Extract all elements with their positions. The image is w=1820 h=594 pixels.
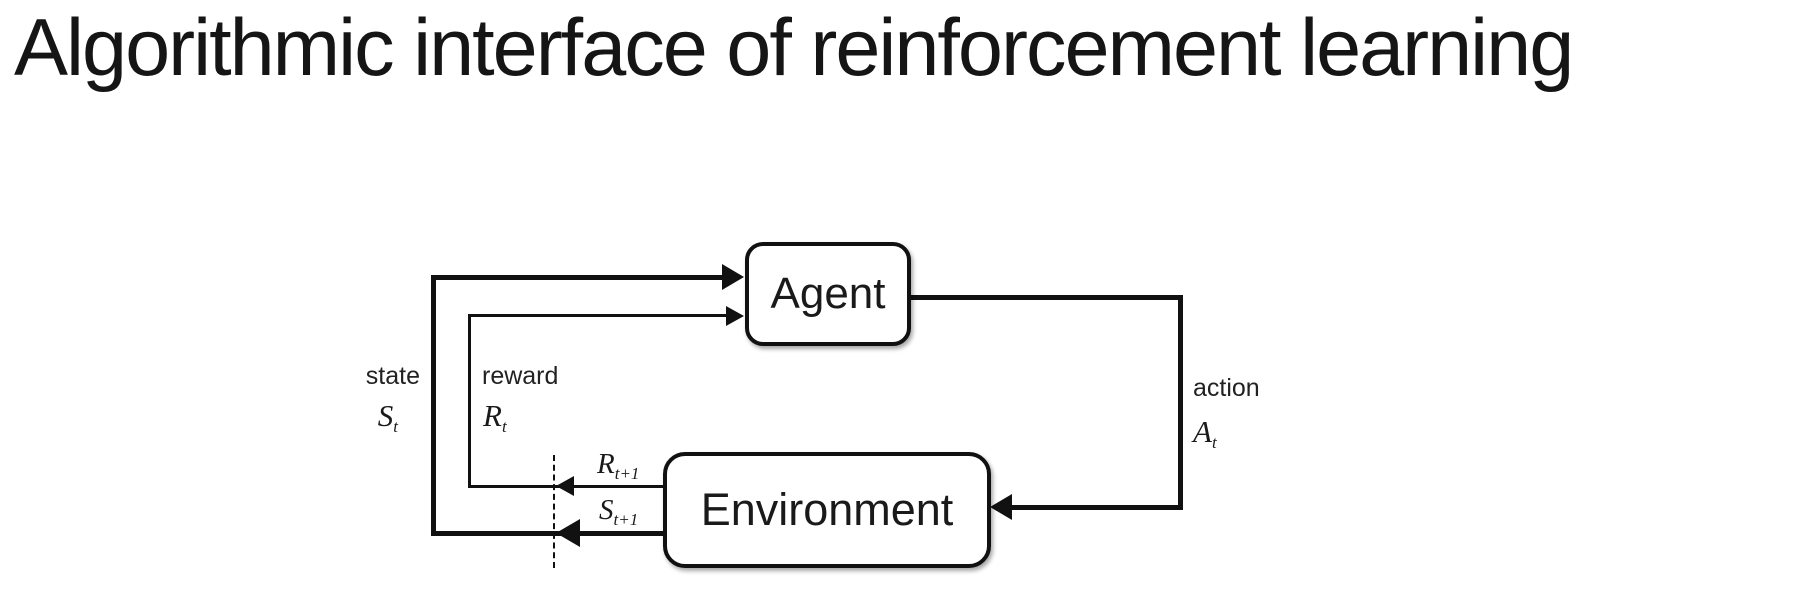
action-loop-right-line bbox=[1178, 295, 1183, 510]
reward-word-label: reward bbox=[482, 362, 559, 390]
action-into-environment-arrowhead-icon bbox=[990, 494, 1012, 520]
state-loop-top-line bbox=[431, 275, 726, 280]
reward-into-agent-arrowhead-icon bbox=[726, 306, 744, 326]
next-reward-symbol-label: Rt+1 bbox=[597, 448, 640, 483]
next-reward-arrowhead-icon bbox=[556, 476, 574, 496]
reward-loop-left-line bbox=[468, 314, 471, 488]
page-title: Algorithmic interface of reinforcement l… bbox=[14, 3, 1574, 93]
time-boundary-dashed-line bbox=[553, 455, 555, 568]
state-word-label: state bbox=[365, 362, 420, 390]
action-loop-top-line bbox=[908, 295, 1183, 300]
reward-loop-top-line bbox=[468, 314, 726, 317]
action-symbol-label: At bbox=[1193, 414, 1217, 452]
action-loop-bottom-line bbox=[1010, 505, 1183, 510]
reward-symbol-label: Rt bbox=[483, 398, 507, 436]
environment-label: Environment bbox=[700, 484, 954, 535]
agent-label: Agent bbox=[770, 269, 886, 318]
agent-box: Agent bbox=[745, 242, 911, 346]
state-symbol-label: St bbox=[377, 398, 398, 436]
environment-box: Environment bbox=[663, 452, 991, 568]
state-loop-left-line bbox=[431, 275, 436, 536]
next-state-arrowhead-icon bbox=[556, 519, 580, 547]
action-word-label: action bbox=[1193, 374, 1260, 402]
next-state-symbol-label: St+1 bbox=[599, 494, 639, 529]
state-into-agent-arrowhead-icon bbox=[722, 264, 744, 290]
state-loop-bottom-line bbox=[431, 531, 665, 536]
